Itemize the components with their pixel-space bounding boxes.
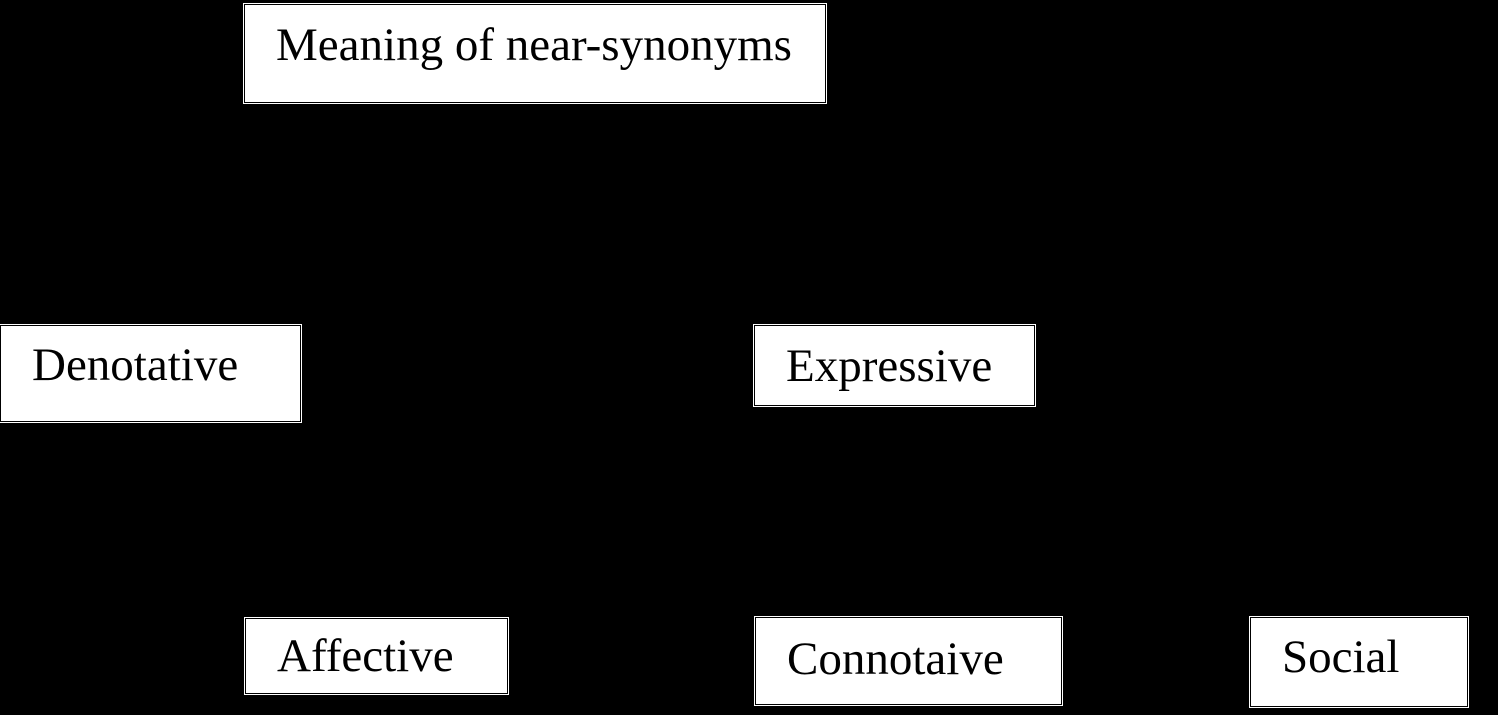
node-denotative: Denotative (0, 324, 302, 423)
node-meaning-of-near-synonyms: Meaning of near-synonyms (243, 3, 827, 104)
node-social: Social (1249, 616, 1469, 708)
node-connotaive: Connotaive (754, 616, 1063, 706)
node-affective: Affective (244, 617, 509, 695)
node-expressive: Expressive (753, 324, 1036, 407)
